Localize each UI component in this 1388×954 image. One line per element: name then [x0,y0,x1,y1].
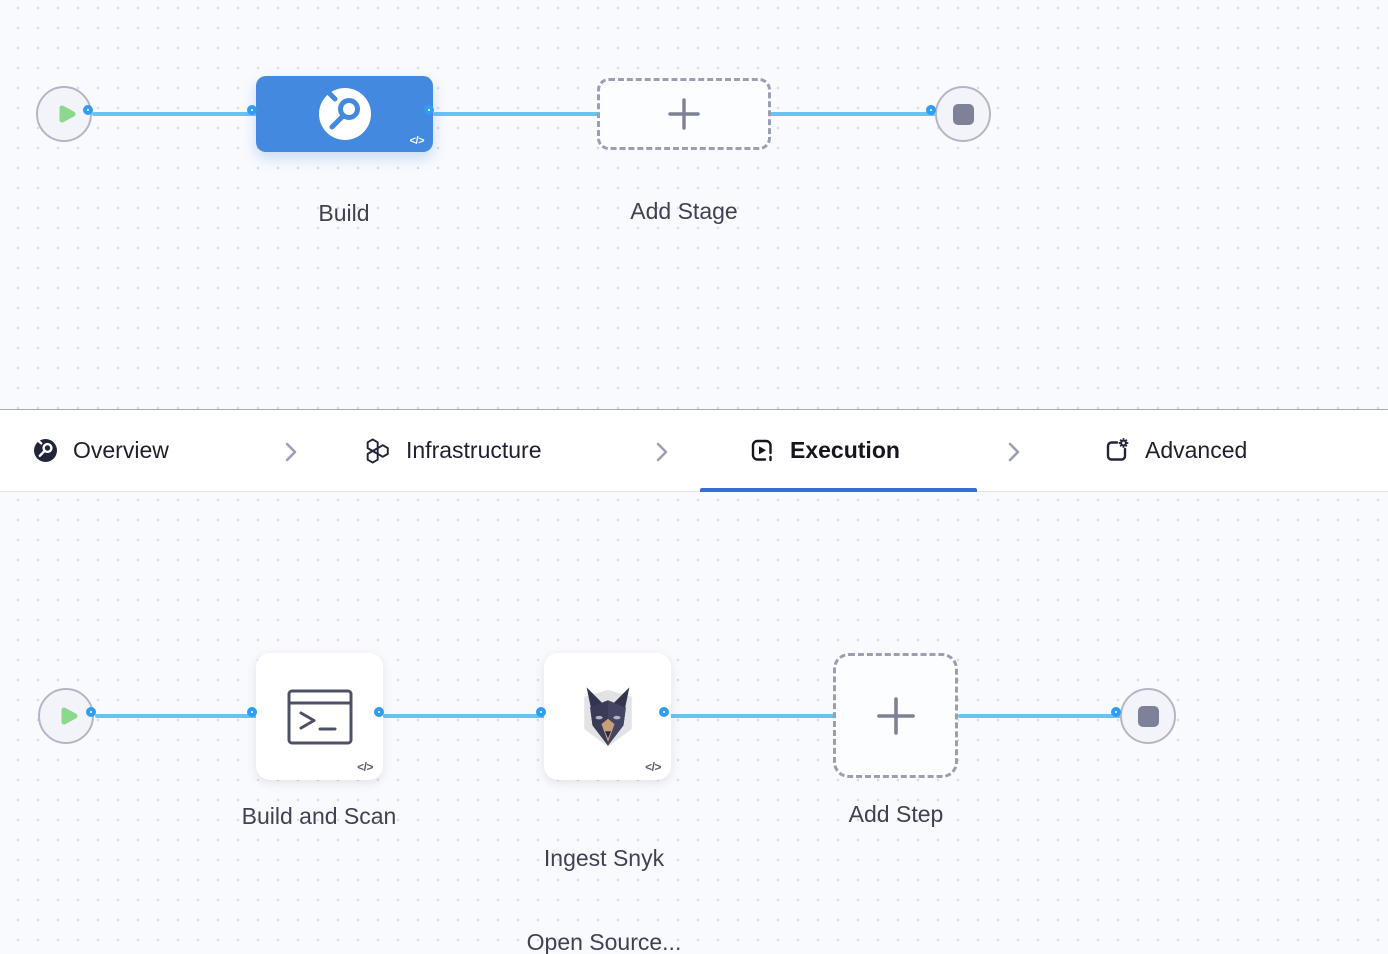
connector-point[interactable] [247,707,257,717]
add-stage-label: Add Stage [630,198,738,224]
step-label-line2: Open Source... [526,929,682,954]
chevron-right-icon [280,441,302,468]
edge-start-to-build [92,112,258,116]
tab-advanced[interactable]: Advanced [1103,410,1247,491]
plus-icon [666,96,702,132]
play-icon [55,703,81,729]
step-node-build-and-scan[interactable]: </> [256,653,383,780]
step-label: Build and Scan [241,803,397,829]
connector-point[interactable] [926,105,936,115]
yaml-code-badge: </> [409,135,425,147]
connector-point[interactable] [1111,707,1121,717]
connector-point[interactable] [536,707,546,717]
execution-icon [749,438,775,464]
tab-infrastructure-label: Infrastructure [406,437,542,463]
execution-start-node[interactable] [38,688,94,744]
terminal-icon [287,689,353,745]
stop-icon [1137,705,1159,727]
plus-icon [874,694,918,738]
stage-config-tab-bar: Overview Infrastructure [0,409,1388,492]
add-step-button[interactable] [833,653,958,778]
add-stage-button[interactable] [597,78,771,150]
stop-icon [952,103,974,125]
edge-buildscan-to-snyk [383,714,546,718]
stage-node-build[interactable]: </> [256,76,433,152]
edge-start-to-buildscan [95,714,258,718]
connector-point[interactable] [247,105,257,115]
execution-step-canvas[interactable]: </> </> [0,492,1388,954]
snyk-dog-icon [570,679,646,755]
edge-build-to-addstage [433,112,599,116]
connector-point[interactable] [424,105,434,115]
execution-end-node[interactable] [1120,688,1176,744]
stage-label: Build [318,200,370,226]
advanced-icon [1103,437,1130,464]
play-icon [53,101,79,127]
active-tab-underline [700,488,977,492]
tab-overview-label: Overview [73,437,169,463]
edge-snyk-to-addstep [668,714,835,718]
connector-point[interactable] [659,707,669,717]
tab-overview[interactable]: Overview [33,410,169,491]
step-label: Ingest Snyk Open Source... [484,795,724,954]
pipeline-start-node[interactable] [36,86,92,142]
ci-build-stage-icon [318,88,371,140]
edge-addstage-to-end [770,112,936,116]
connector-point[interactable] [374,707,384,717]
overview-icon [33,438,58,463]
tab-advanced-label: Advanced [1145,437,1248,463]
yaml-code-badge: </> [357,760,373,774]
step-node-ingest-snyk[interactable]: </> [544,653,671,780]
edge-addstep-to-end [958,714,1122,718]
chevron-right-icon [651,441,673,468]
tab-infrastructure[interactable]: Infrastructure [364,410,542,491]
connector-point[interactable] [86,707,96,717]
step-label-line1: Ingest Snyk [543,845,665,871]
chevron-right-icon [1003,441,1025,468]
stage-canvas[interactable]: </> Build Add Stage [0,0,1388,409]
tab-execution-label: Execution [790,437,900,463]
yaml-code-badge: </> [645,760,661,774]
connector-point[interactable] [83,105,93,115]
infrastructure-icon [364,437,391,464]
add-step-label: Add Step [848,801,944,827]
tab-execution[interactable]: Execution [749,410,900,491]
pipeline-end-node[interactable] [935,86,991,142]
